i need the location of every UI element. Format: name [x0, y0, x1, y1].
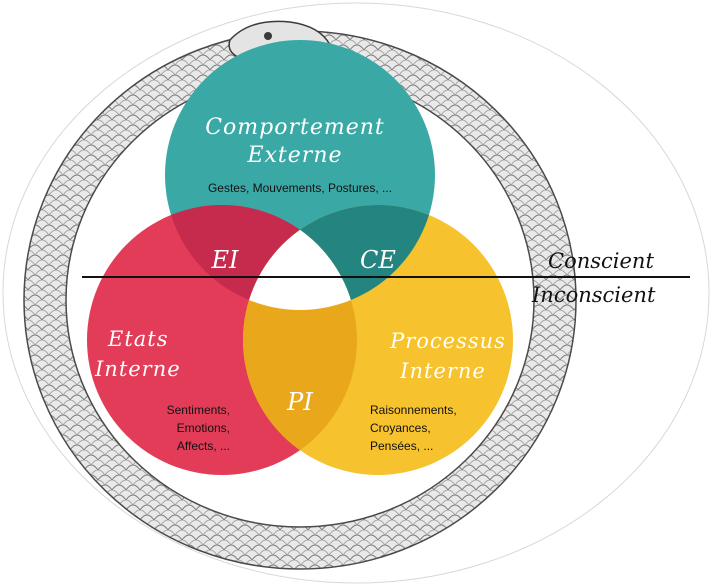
overlap-ce-label: CE	[360, 246, 396, 274]
overlap-ei-label: EI	[211, 246, 240, 274]
processus-desc-line3: Pensées, ...	[370, 439, 433, 453]
overlap-pi-label: PI	[286, 388, 313, 416]
comportement-desc: Gestes, Mouvements, Postures, ...	[208, 181, 392, 195]
comportement-title-line2: Externe	[246, 143, 342, 168]
processus-desc-line2: Croyances,	[370, 421, 431, 435]
etats-desc-line1: Sentiments,	[167, 403, 230, 417]
etats-desc-line2: Emotions,	[177, 421, 230, 435]
processus-title-line1: Processus	[389, 329, 506, 353]
processus-title-line2: Interne	[399, 359, 486, 383]
processus-desc-line1: Raisonnements,	[370, 403, 457, 417]
comportement-title-line1: Comportement	[205, 115, 385, 140]
etats-title-line2: Interne	[94, 357, 181, 381]
etats-desc-line3: Affects, ...	[177, 439, 230, 453]
center-overlap	[243, 205, 357, 310]
etats-title-line1: Etats	[107, 327, 169, 351]
conscient-label: Conscient	[548, 249, 654, 273]
inconscient-label: Inconscient	[531, 283, 656, 307]
